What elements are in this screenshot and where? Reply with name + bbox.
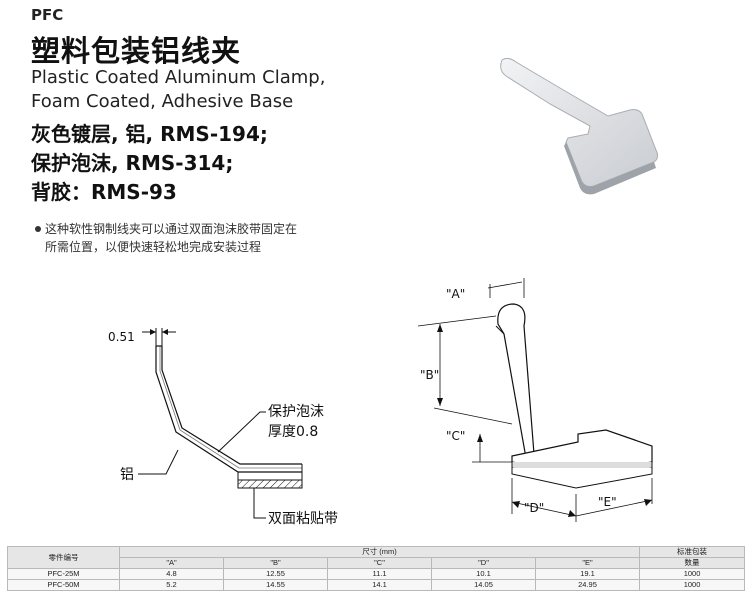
foam-label-line1: 保护泡沫 [268, 404, 324, 420]
foam-label-line2: 厚度0.8 [268, 424, 318, 440]
header-dim-d: "D" [431, 557, 536, 569]
dim-e-label: "E" [598, 495, 617, 509]
cell-e: 24.95 [534, 579, 641, 591]
header-dim-a: "A" [119, 557, 224, 569]
dim-a-label: "A" [446, 287, 465, 301]
header-size: 尺寸 (mm) [118, 546, 641, 558]
table-row: PFC-50M 5.2 14.55 14.1 14.05 24.95 1000 [7, 579, 746, 591]
header-dim-c: "C" [327, 557, 432, 569]
tape-label: 双面粘贴带 [268, 511, 338, 527]
cell-b: 14.55 [223, 579, 328, 591]
material-spec-adhesive: 背胶：RMS-93 [31, 180, 177, 204]
description-line1: 这种软性钢制线夹可以通过双面泡沫胶带固定在 [45, 222, 298, 236]
cell-d: 10.1 [431, 568, 536, 580]
product-title-cn: 塑料包装铝线夹 [31, 34, 242, 68]
dim-d-label: "D" [524, 501, 544, 515]
product-photo [500, 57, 659, 195]
thickness-label: 0.51 [108, 330, 135, 344]
material-spec-coating: 灰色镀层, 铝, RMS-194; [31, 122, 268, 146]
cross-section-diagram: 0.51 保护泡沫 厚度0.8 铝 双面粘贴带 [108, 328, 338, 527]
header-part-number: 零件编号 [7, 546, 120, 569]
cell-a: 4.8 [119, 568, 224, 580]
aluminum-label: 铝 [120, 467, 134, 483]
cell-d: 14.05 [431, 579, 536, 591]
header-dim-e: "E" [534, 557, 641, 569]
product-title-en-line1: Plastic Coated Aluminum Clamp, [31, 67, 326, 88]
header-pack-line2: 数量 [639, 557, 746, 569]
material-spec-foam: 保护泡沫, RMS-314; [31, 151, 234, 175]
dimension-diagram: "A" "B" "C" "D" "E" [417, 278, 653, 522]
description-line2: 所需位置，以便快速轻松地完成安装过程 [45, 240, 262, 254]
cell-qty: 1000 [639, 579, 746, 591]
header-dim-b: "B" [223, 557, 328, 569]
dim-b-label: "B" [420, 368, 439, 382]
cell-c: 11.1 [327, 568, 432, 580]
bullet-icon [35, 226, 41, 232]
cell-part: PFC-50M [7, 579, 120, 591]
table-row: PFC-25M 4.8 12.55 11.1 10.1 19.1 1000 [7, 568, 746, 580]
cell-b: 12.55 [223, 568, 328, 580]
cell-c: 14.1 [327, 579, 432, 591]
cell-a: 5.2 [119, 579, 224, 591]
cell-qty: 1000 [639, 568, 746, 580]
cell-part: PFC-25M [7, 568, 120, 580]
header-pack-line1: 标准包装 [639, 546, 746, 558]
cell-e: 19.1 [534, 568, 641, 580]
product-title-en-line2: Foam Coated, Adhesive Base [31, 91, 294, 112]
table-header-row: 零件编号 尺寸 (mm) 标准包装 [7, 546, 746, 569]
product-code: PFC [31, 6, 64, 24]
spec-table: 零件编号 尺寸 (mm) 标准包装 "A" "B" "C" "D" "E" 数量… [7, 546, 746, 591]
dim-c-label: "C" [446, 429, 465, 443]
